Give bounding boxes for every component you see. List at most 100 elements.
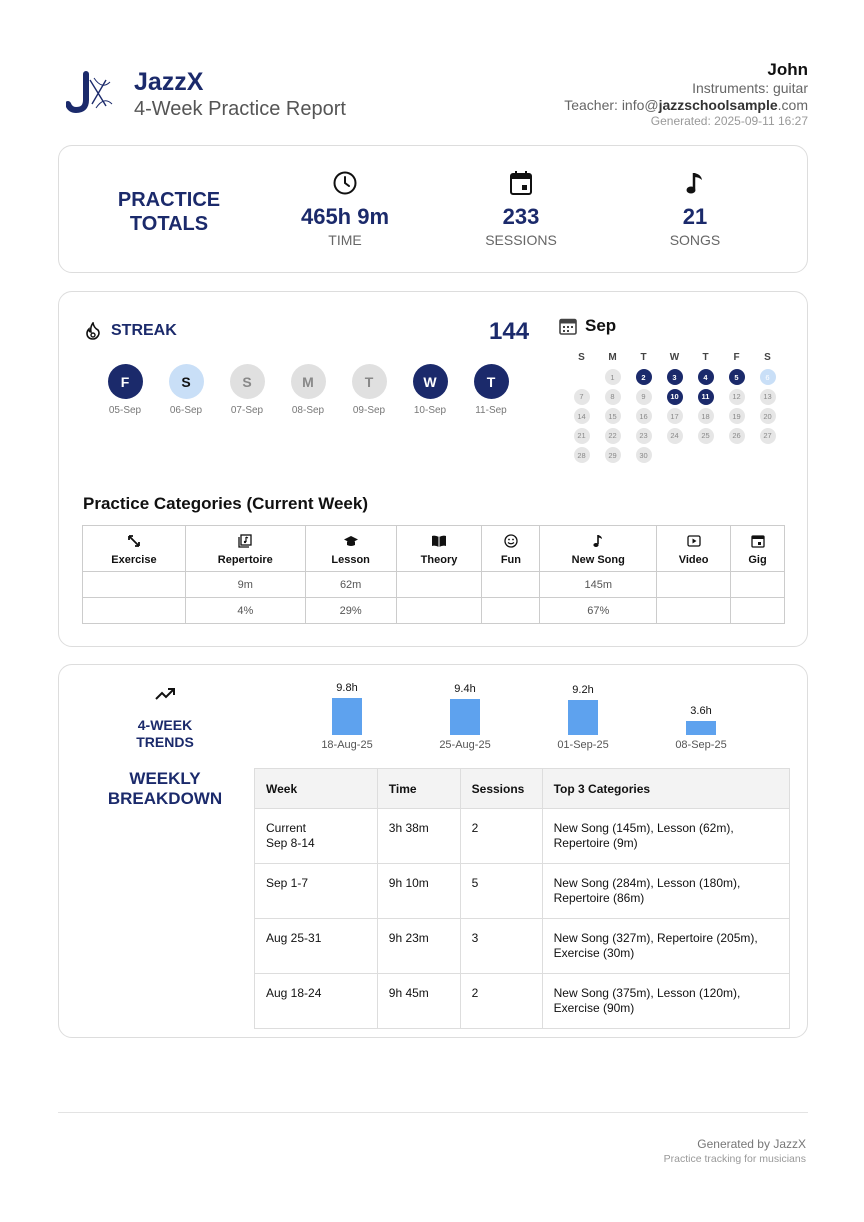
chart-x-label: 01-Sep-25 xyxy=(557,739,609,751)
calendar-day: 28 xyxy=(573,447,590,464)
category-percent: 4% xyxy=(184,597,306,624)
sessions-label: SESSIONS xyxy=(485,232,557,248)
sessions-stat: 233 SESSIONS xyxy=(451,168,591,248)
week-label: Sep 1-7 xyxy=(266,876,309,890)
chart-bar xyxy=(568,700,598,735)
chart-bar xyxy=(450,699,480,735)
category-header-exercise: Exercise xyxy=(82,525,186,572)
category-minutes xyxy=(656,571,732,598)
weekday-label: F xyxy=(733,352,740,364)
category-label: New Song xyxy=(571,553,625,566)
sessions-cell: 2 xyxy=(459,973,543,1029)
weekday-label: S xyxy=(764,352,771,364)
calendar-day: 8 xyxy=(604,388,621,405)
streak-day-date: 06-Sep xyxy=(169,405,203,416)
calendar-header: Sep xyxy=(559,316,616,336)
category-label: Gig xyxy=(748,553,767,566)
footer-generated: Generated by JazzX xyxy=(697,1137,806,1151)
chart-x-label: 08-Sep-25 xyxy=(675,739,727,751)
calendar-day: 18 xyxy=(697,408,714,425)
calendar-day: 13 xyxy=(759,388,776,405)
calendar-day: 29 xyxy=(604,447,621,464)
sessions-value: 233 xyxy=(502,204,540,229)
category-percent xyxy=(730,597,785,624)
category-minutes xyxy=(481,571,541,598)
chart-bar xyxy=(686,721,716,735)
streak-day-date: 10-Sep xyxy=(413,405,447,416)
category-percent: 29% xyxy=(304,597,397,624)
category-header-video: Video xyxy=(656,525,732,572)
weekday-label: M xyxy=(608,352,617,364)
calendar-day: 30 xyxy=(635,447,652,464)
streak-day-circle: F xyxy=(107,364,143,399)
repertoire-icon xyxy=(186,533,305,550)
header-info: John Instruments: guitar Teacher: info@j… xyxy=(564,60,808,129)
footer-divider xyxy=(58,1112,808,1113)
streak-day-circle: W xyxy=(412,364,448,399)
calendar-day: 23 xyxy=(635,427,652,444)
jazzx-logo-icon xyxy=(66,71,113,114)
music-note-icon xyxy=(686,173,702,194)
streak-day-date: 05-Sep xyxy=(108,405,142,416)
footer-tagline: Practice tracking for musicians xyxy=(663,1153,806,1165)
sessions-cell: 3 xyxy=(459,918,543,974)
categories-percent-row: 4%29%67% xyxy=(82,597,785,624)
category-percent xyxy=(481,597,541,624)
chart-value-label: 9.2h xyxy=(572,684,594,697)
teacher-suffix: .com xyxy=(777,97,808,113)
top-categories-cell: New Song (327m), Repertoire (205m), Exer… xyxy=(541,918,791,974)
streak-day-circle: T xyxy=(351,364,387,399)
flame-icon xyxy=(86,322,100,340)
calendar-day: 20 xyxy=(759,408,776,425)
category-label: Video xyxy=(678,553,709,566)
calendar-month: Sep xyxy=(585,316,617,335)
week-cell: Aug 25-31 xyxy=(254,918,378,974)
calendar-day: 3 xyxy=(666,369,683,386)
category-header-gig: Gig xyxy=(730,525,785,572)
calendar-day: 17 xyxy=(666,408,683,425)
weekly-header: Week xyxy=(254,768,378,809)
songs-label: SONGS xyxy=(669,232,721,248)
streak-day-date: 11-Sep xyxy=(475,405,507,416)
category-minutes xyxy=(82,571,186,598)
streak-day: F 05-Sep xyxy=(95,364,155,416)
week-label: Current xyxy=(266,821,307,835)
calendar-day: 6 xyxy=(759,369,776,386)
calendar-day: 24 xyxy=(666,427,683,444)
weekday-label: S xyxy=(578,352,585,364)
week-cell: Aug 18-24 xyxy=(254,973,378,1029)
calendar-day: 12 xyxy=(728,388,745,405)
week-label: Aug 18-24 xyxy=(266,986,322,1000)
calendar-day: 22 xyxy=(604,427,621,444)
calendar-day: 25 xyxy=(697,427,714,444)
calendar-day: 11 xyxy=(697,388,714,405)
chart-x-label: 18-Aug-25 xyxy=(321,739,373,751)
time-cell: 3h 38m xyxy=(376,808,461,864)
time-value: 465h 9m xyxy=(300,204,390,229)
music-note-icon xyxy=(540,534,656,550)
book-icon xyxy=(397,534,482,550)
time-cell: 9h 10m xyxy=(376,863,461,919)
chart-value-label: 3.6h xyxy=(690,705,712,718)
calendar-day: 15 xyxy=(604,408,621,425)
category-label: Exercise xyxy=(111,553,157,566)
time-cell: 9h 45m xyxy=(376,973,461,1029)
teacher-prefix: Teacher: info@ xyxy=(564,97,659,113)
clock-icon xyxy=(333,171,357,195)
user-name: John xyxy=(767,60,808,79)
calendar-day: 4 xyxy=(697,369,714,386)
teacher-domain: jazzschoolsample xyxy=(658,97,778,113)
smiley-icon xyxy=(482,533,539,550)
